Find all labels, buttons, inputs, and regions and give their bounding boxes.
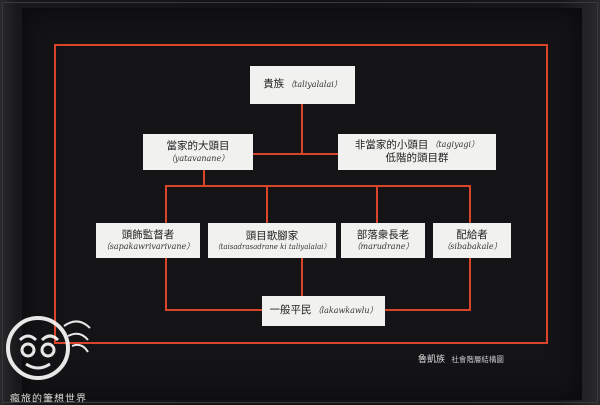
- connector: [469, 185, 471, 223]
- node-chief-head: 當家的大頭目 （yatavanane）: [143, 134, 253, 170]
- node-romanization: （taliyalalai）: [286, 80, 342, 89]
- chart-frame: [54, 44, 548, 344]
- watermark-text: 瘋旅的筆想世界: [10, 394, 87, 405]
- watermark-stamp: 瘋旅的筆想世界: [2, 306, 122, 405]
- node-label: 配給者: [456, 228, 488, 241]
- connector: [301, 104, 303, 154]
- connector: [385, 309, 471, 311]
- connector: [165, 309, 262, 311]
- node-label: 當家的大頭目: [166, 140, 230, 153]
- node-romanization: （yatavanane）: [166, 153, 230, 163]
- connector: [203, 170, 205, 186]
- connector: [376, 185, 378, 223]
- connector: [252, 153, 338, 155]
- node-commoners: 一般平民 （lakawkawlu）: [262, 296, 385, 326]
- node-label: 非當家的小頭目: [354, 138, 429, 151]
- caption-seal: 魯凱族: [418, 355, 446, 365]
- face-logo-icon: [6, 316, 91, 380]
- node-nobility: 貴族 （taliyalalai）: [250, 66, 355, 104]
- node-romanization: （lakawkawlu）: [313, 306, 378, 315]
- caption-credit: 魯凱族 社會階層結構圖: [418, 352, 504, 365]
- node-elders: 部落衆長老 （marudrane）: [341, 223, 425, 258]
- node-label: 貴族: [263, 78, 285, 91]
- node-distributor: 配給者 （sibabakale）: [433, 223, 511, 258]
- node-label: 部落衆長老: [356, 228, 410, 241]
- node-overseer: 頭飾監督者 （sapakawrivarivane）: [96, 223, 200, 258]
- connector: [165, 185, 167, 223]
- connector: [301, 258, 303, 296]
- node-label: 一般平民: [269, 304, 312, 317]
- node-label: 頭目歌腳家: [245, 229, 299, 242]
- caption-text: 社會階層結構圖: [451, 355, 504, 364]
- node-minor-head: 非當家的小頭目 （tagiyagi） 低階的頭目群: [338, 134, 496, 170]
- node-romanization: （marudrane）: [352, 242, 414, 252]
- node-romanization: （sibabakale）: [442, 242, 502, 252]
- node-label-secondary: 低階的頭目群: [385, 152, 449, 164]
- node-song-leader: 頭目歌腳家 （taisadrasadrane ki taliyalalai）: [208, 223, 336, 258]
- connector: [469, 258, 471, 310]
- node-romanization: （sapakawrivarivane）: [101, 242, 195, 252]
- node-romanization: （tagiyagi）: [430, 140, 480, 150]
- connector: [266, 185, 268, 223]
- node-romanization: （taisadrasadrane ki taliyalalai）: [213, 242, 331, 251]
- node-label: 頭飾監督者: [121, 228, 175, 241]
- connector: [165, 185, 471, 187]
- connector: [165, 258, 167, 310]
